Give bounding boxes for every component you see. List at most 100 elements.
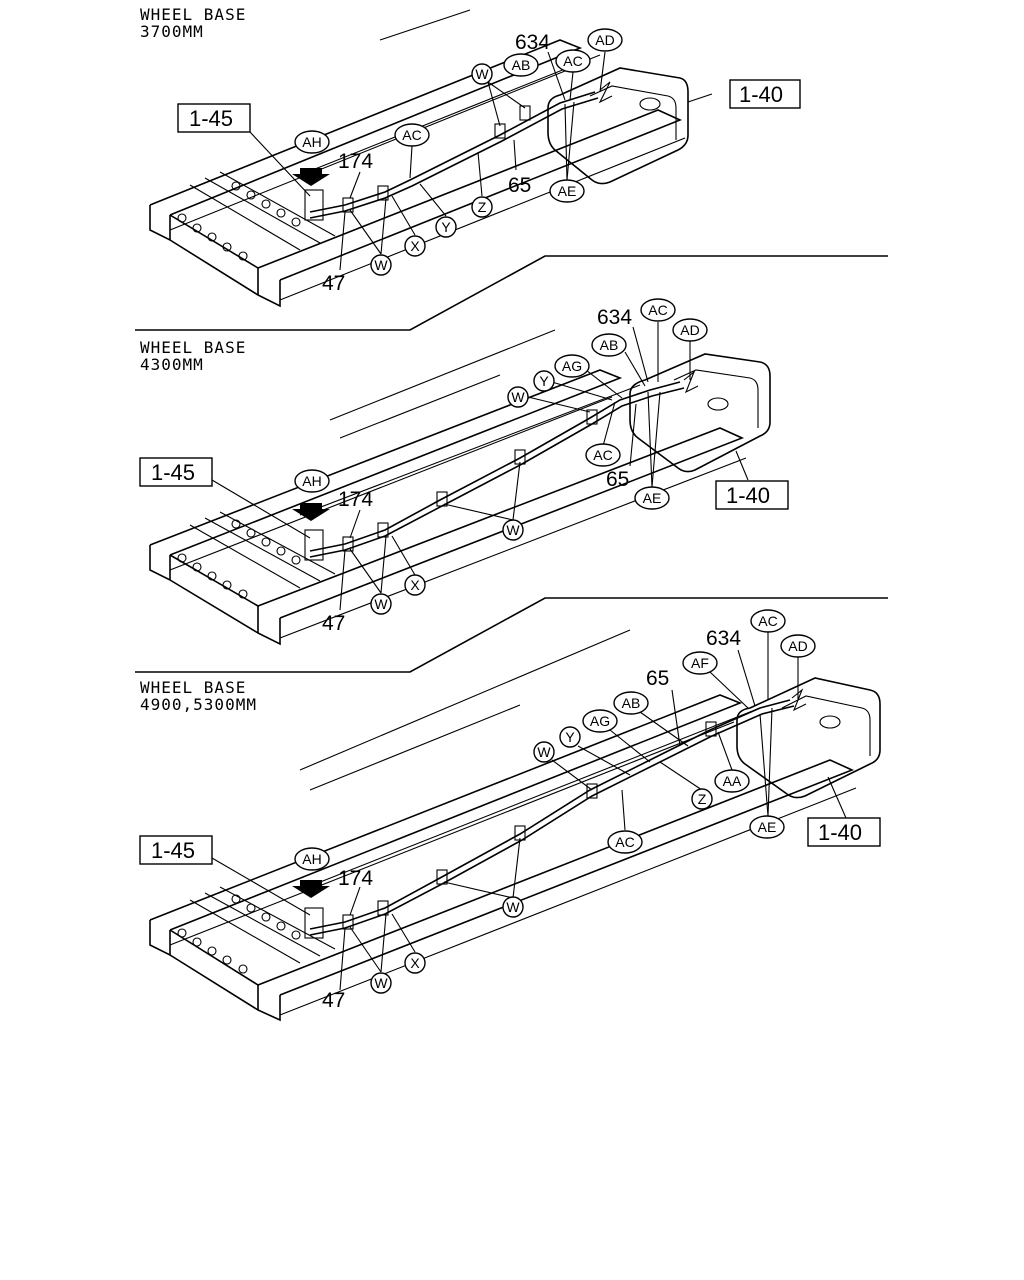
callout-bubble: W	[370, 593, 392, 615]
svg-text:Y: Y	[565, 729, 575, 745]
panel-wb-4300: WHEEL BASE 4300MM	[139, 298, 789, 646]
svg-text:Z: Z	[478, 199, 487, 215]
callout-bubble: AC	[555, 49, 591, 73]
svg-text:W: W	[511, 389, 525, 405]
svg-text:Z: Z	[698, 791, 707, 807]
panel-header-line2: 4900,5300MM	[140, 695, 257, 714]
svg-text:X: X	[410, 577, 420, 593]
panel-header-line1: WHEEL BASE	[140, 338, 246, 357]
svg-text:AH: AH	[302, 473, 321, 489]
callout-bubble: AA	[714, 769, 750, 793]
svg-text:W: W	[506, 899, 520, 915]
svg-text:AE: AE	[643, 490, 662, 506]
callout-bubble: AG	[582, 709, 618, 733]
svg-text:Y: Y	[539, 373, 549, 389]
fuel-pipes	[304, 688, 807, 939]
panel-separator	[135, 255, 888, 331]
leader-lines	[211, 632, 847, 991]
panel-separator	[135, 597, 888, 673]
svg-text:X: X	[410, 955, 420, 971]
callout-bubble: AD	[672, 318, 708, 342]
part-number: 65	[508, 174, 531, 197]
panel-wb-3700: WHEEL BASE 3700MM	[140, 5, 801, 308]
svg-text:AG: AG	[562, 358, 582, 374]
leader-lines	[249, 51, 713, 271]
svg-text:W: W	[537, 744, 551, 760]
ref-box-frame: 1-45	[151, 838, 195, 863]
ref-box-tank: 1-40	[726, 483, 770, 508]
fuel-tank	[629, 353, 771, 473]
down-arrow-icon	[292, 503, 330, 521]
callout-bubble: W	[507, 386, 529, 408]
leader-lines	[211, 322, 749, 611]
callout-bubble: X	[404, 952, 426, 974]
svg-text:AC: AC	[648, 302, 667, 318]
svg-text:Y: Y	[441, 219, 451, 235]
callout-bubble: AC	[585, 443, 621, 467]
callout-bubble: W	[502, 896, 524, 918]
svg-text:AG: AG	[590, 713, 610, 729]
callout-bubble: AC	[640, 298, 676, 322]
callout-bubble: W	[533, 741, 555, 763]
callout-bubble: AE	[549, 179, 585, 203]
svg-text:W: W	[506, 522, 520, 538]
callout-bubble: X	[404, 574, 426, 596]
svg-text:W: W	[374, 257, 388, 273]
callout-bubble: AD	[587, 28, 623, 52]
svg-text:X: X	[410, 238, 420, 254]
callout-bubble: X	[404, 235, 426, 257]
panel-header-line2: 4300MM	[140, 355, 204, 374]
part-number: 47	[322, 272, 345, 295]
callout-bubble: W	[471, 63, 493, 85]
svg-text:AB: AB	[622, 695, 641, 711]
callout-bubble: AC	[394, 123, 430, 147]
svg-text:AC: AC	[758, 613, 777, 629]
callout-bubble: AG	[554, 354, 590, 378]
svg-text:AE: AE	[558, 183, 577, 199]
panel-header-line2: 3700MM	[140, 22, 204, 41]
down-arrow-icon	[292, 880, 330, 898]
svg-text:AC: AC	[563, 53, 582, 69]
callout-bubble: AF	[682, 651, 718, 675]
part-number: 174	[338, 488, 373, 511]
callout-bubble: AE	[749, 815, 785, 839]
fuel-tank	[736, 677, 881, 799]
part-number: 47	[322, 989, 345, 1012]
panel-header-line1: WHEEL BASE	[140, 5, 246, 24]
callout-bubble: W	[370, 254, 392, 276]
callout-bubble: AD	[780, 634, 816, 658]
part-number: 65	[646, 667, 669, 690]
svg-text:AD: AD	[680, 322, 699, 338]
panel-wb-4900-5300: WHEEL BASE 4900,5300MM	[139, 609, 881, 1022]
svg-text:AC: AC	[615, 834, 634, 850]
part-number: 634	[515, 31, 550, 54]
svg-text:AB: AB	[512, 57, 531, 73]
fuel-pipes	[304, 370, 699, 561]
ref-box-tank: 1-40	[739, 82, 783, 107]
svg-text:AH: AH	[302, 851, 321, 867]
callout-bubble: AH	[294, 130, 330, 154]
callout-bubble: W	[370, 972, 392, 994]
svg-text:W: W	[374, 975, 388, 991]
fuel-tank	[547, 67, 689, 185]
svg-text:W: W	[475, 66, 489, 82]
svg-text:AH: AH	[302, 134, 321, 150]
callout-bubble: AB	[591, 333, 627, 357]
callout-bubble: AC	[607, 830, 643, 854]
callout-bubble: AB	[613, 691, 649, 715]
part-number: 634	[597, 306, 632, 329]
panel-header-line1: WHEEL BASE	[140, 678, 246, 697]
ref-box-frame: 1-45	[151, 460, 195, 485]
fuel-pipes	[304, 81, 613, 221]
svg-text:AB: AB	[600, 337, 619, 353]
callout-bubble: AB	[503, 53, 539, 77]
callout-bubble: AH	[294, 469, 330, 493]
down-arrow-icon	[292, 168, 330, 186]
ref-box-frame: 1-45	[189, 106, 233, 131]
svg-text:AF: AF	[691, 655, 709, 671]
callout-bubble: Y	[533, 370, 555, 392]
part-number: 634	[706, 627, 741, 650]
callout-bubble: Y	[435, 216, 457, 238]
